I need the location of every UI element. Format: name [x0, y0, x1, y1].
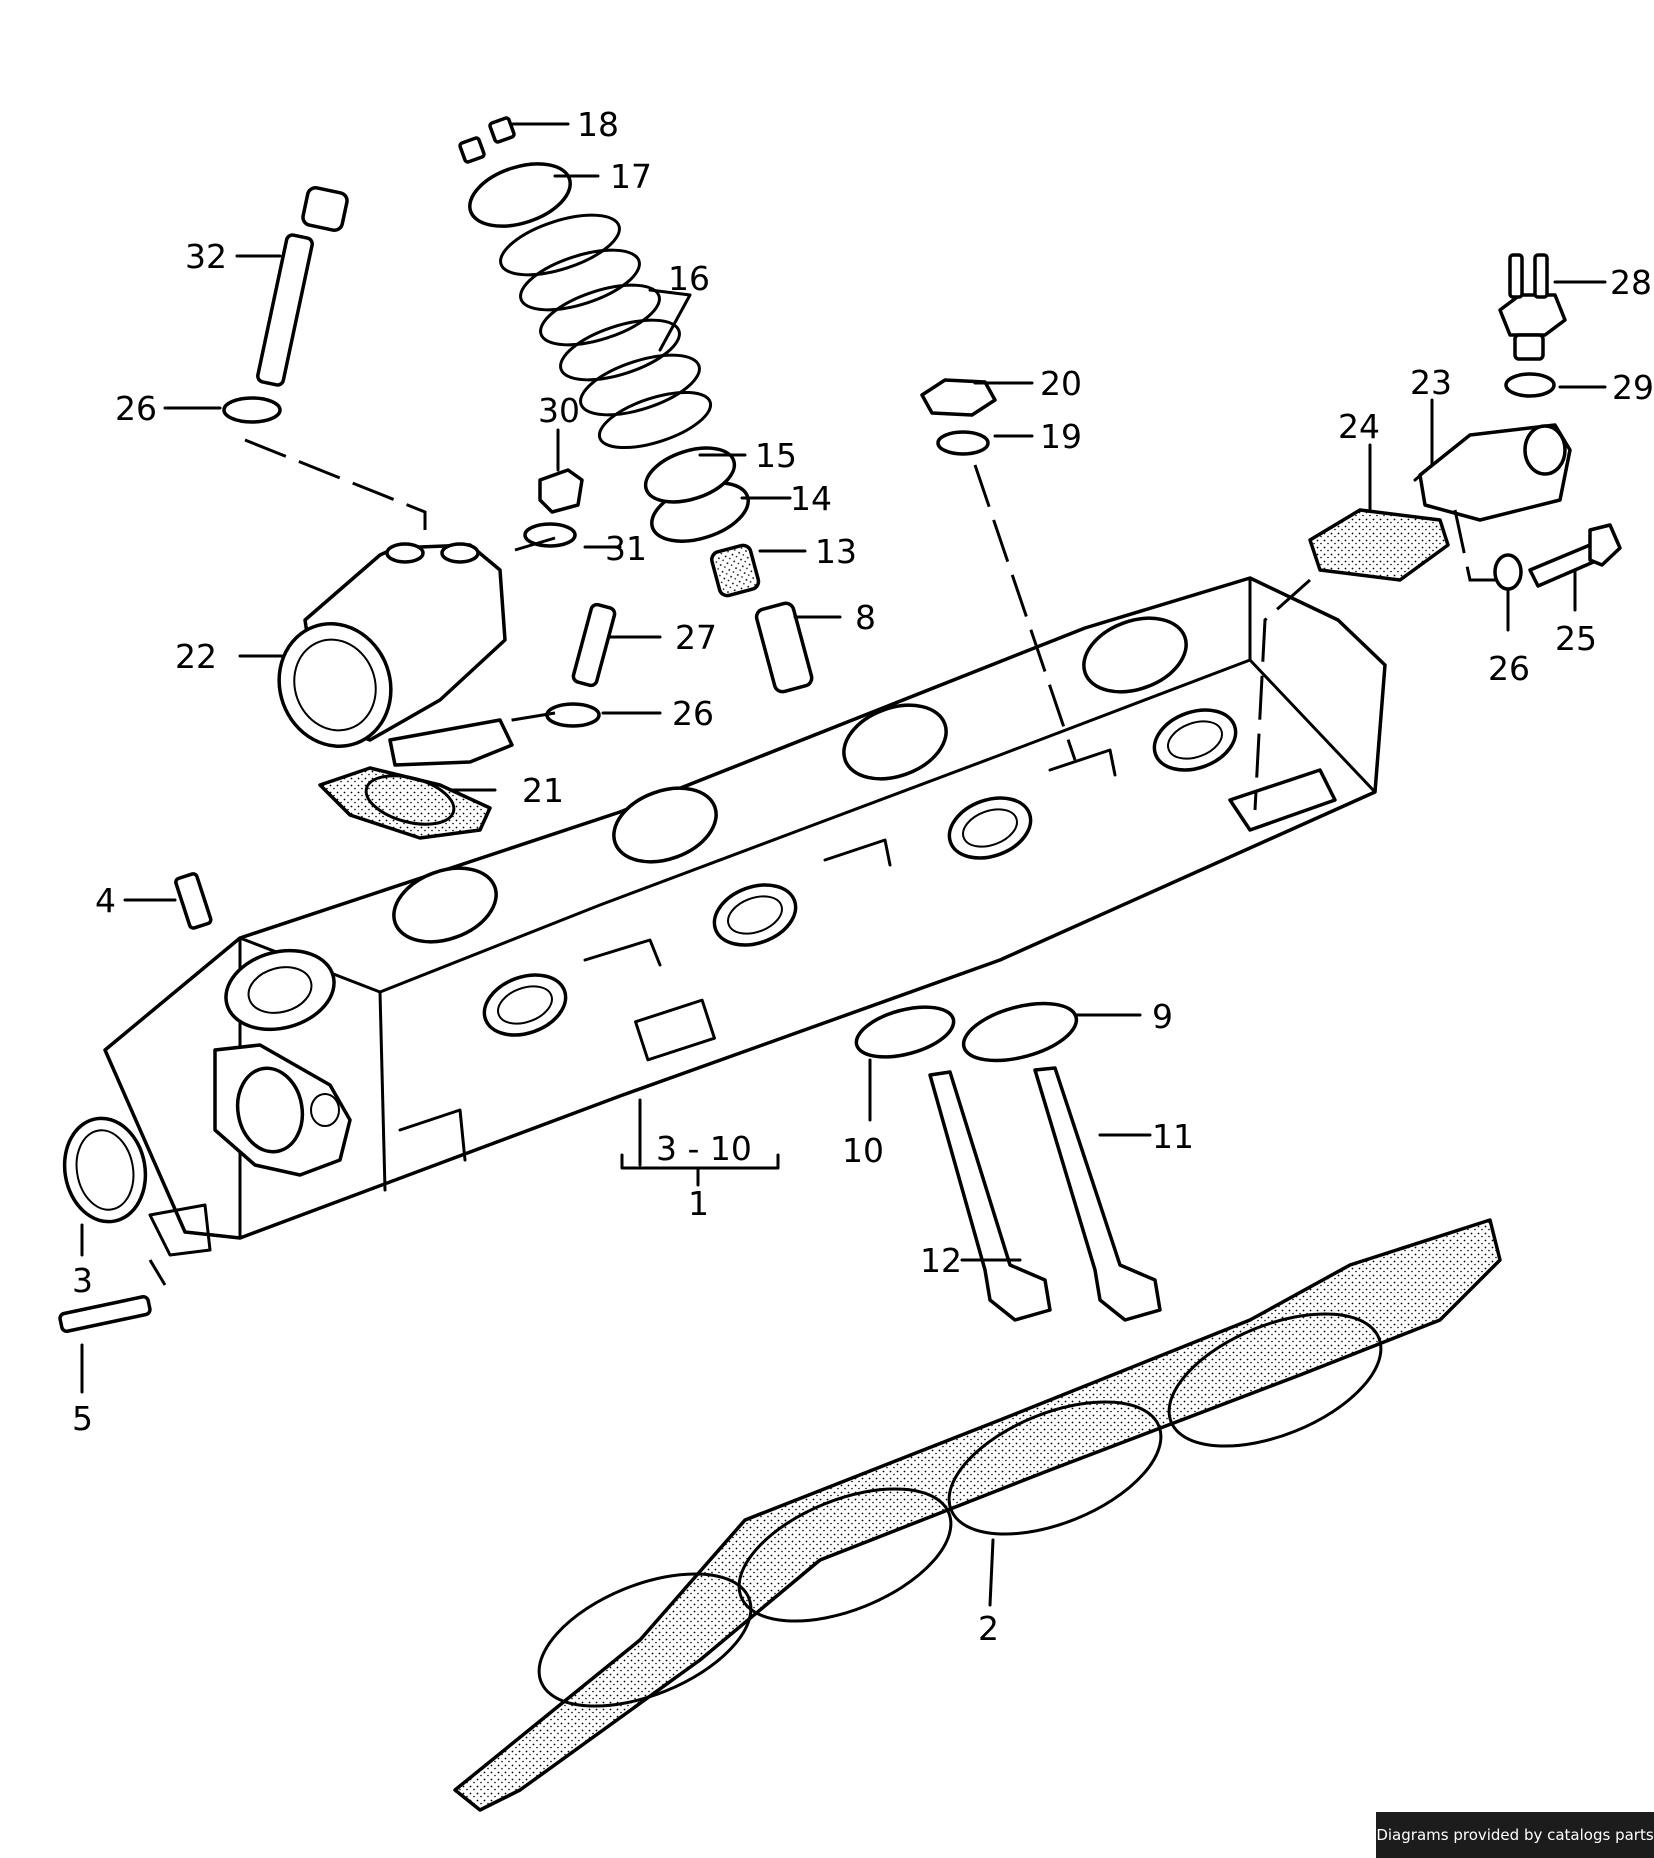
washer-29 — [1504, 372, 1556, 398]
credit-banner: Diagrams provided by catalogs parts — [1376, 1812, 1654, 1858]
valve-keepers-18 — [458, 116, 516, 164]
thermostat-housing-22 — [277, 542, 514, 767]
bolt-32 — [256, 185, 349, 387]
callout-4: 4 — [95, 881, 116, 920]
callout-21: 21 — [522, 771, 564, 810]
spring-seat-15 — [643, 446, 737, 504]
callout-29: 29 — [1612, 368, 1654, 407]
plug-30 — [538, 468, 584, 514]
valves — [928, 1066, 1162, 1322]
callout-14: 14 — [790, 479, 832, 518]
callout-32: 32 — [185, 237, 227, 276]
callout-5: 5 — [72, 1399, 93, 1438]
callout-9: 9 — [1152, 997, 1173, 1036]
valve-springs-16 — [499, 213, 713, 450]
assembly-lines — [148, 438, 1495, 1286]
bolt-25 — [1528, 523, 1622, 588]
head-gasket — [453, 1218, 1502, 1812]
callout-11: 11 — [1152, 1117, 1194, 1156]
callout-17: 17 — [610, 157, 652, 196]
callout-2: 2 — [978, 1609, 999, 1648]
callout-16: 16 — [668, 259, 710, 298]
sender-housing-23 — [1418, 423, 1572, 522]
callout-13: 13 — [815, 532, 857, 571]
callout-12: 12 — [920, 1241, 962, 1280]
stud-5 — [58, 1295, 152, 1333]
spring-retainer-17 — [468, 162, 572, 228]
temp-sender-28 — [1498, 253, 1567, 361]
callout-19: 19 — [1040, 417, 1082, 456]
gasket-24 — [1308, 508, 1450, 582]
washer-31 — [523, 522, 577, 548]
callout-23: 23 — [1410, 363, 1452, 402]
callout-3: 3 — [72, 1261, 93, 1300]
callout-28: 28 — [1610, 263, 1652, 302]
washer-26-right — [1493, 553, 1523, 591]
callout-8: 8 — [855, 598, 876, 637]
callout-labels: 18 17 16 15 14 13 8 20 19 32 26 30 31 27… — [72, 105, 1654, 1648]
callout-31: 31 — [605, 529, 647, 568]
callout-3-10: 3 - 10 — [656, 1129, 752, 1168]
callout-20: 20 — [1040, 364, 1082, 403]
cylinder-head — [103, 576, 1387, 1257]
nut-20 — [920, 378, 997, 417]
callout-26-top: 26 — [115, 389, 157, 428]
valve-stem-seal-13 — [710, 543, 761, 598]
callout-18: 18 — [577, 105, 619, 144]
callout-15: 15 — [755, 436, 797, 475]
callout-24: 24 — [1338, 407, 1380, 446]
callout-10: 10 — [842, 1131, 884, 1170]
washer-26-mid — [545, 702, 601, 728]
callout-22: 22 — [175, 637, 217, 676]
seal-ring-3 — [62, 1116, 148, 1224]
leader-lines — [80, 122, 1607, 1607]
valve-seat-rings — [854, 1001, 1079, 1063]
valve-guide-8 — [754, 601, 814, 694]
callout-30: 30 — [538, 391, 580, 430]
callout-26-mid: 26 — [672, 694, 714, 733]
callout-1: 1 — [688, 1184, 709, 1223]
callout-25: 25 — [1555, 619, 1597, 658]
washer-26-top — [222, 396, 282, 424]
dowel-pin-4 — [174, 872, 213, 930]
washer-19 — [936, 430, 990, 456]
callout-26-right: 26 — [1488, 649, 1530, 688]
callout-27: 27 — [675, 618, 717, 657]
outlet-gasket-21 — [318, 766, 492, 840]
bolt-27 — [571, 602, 617, 688]
